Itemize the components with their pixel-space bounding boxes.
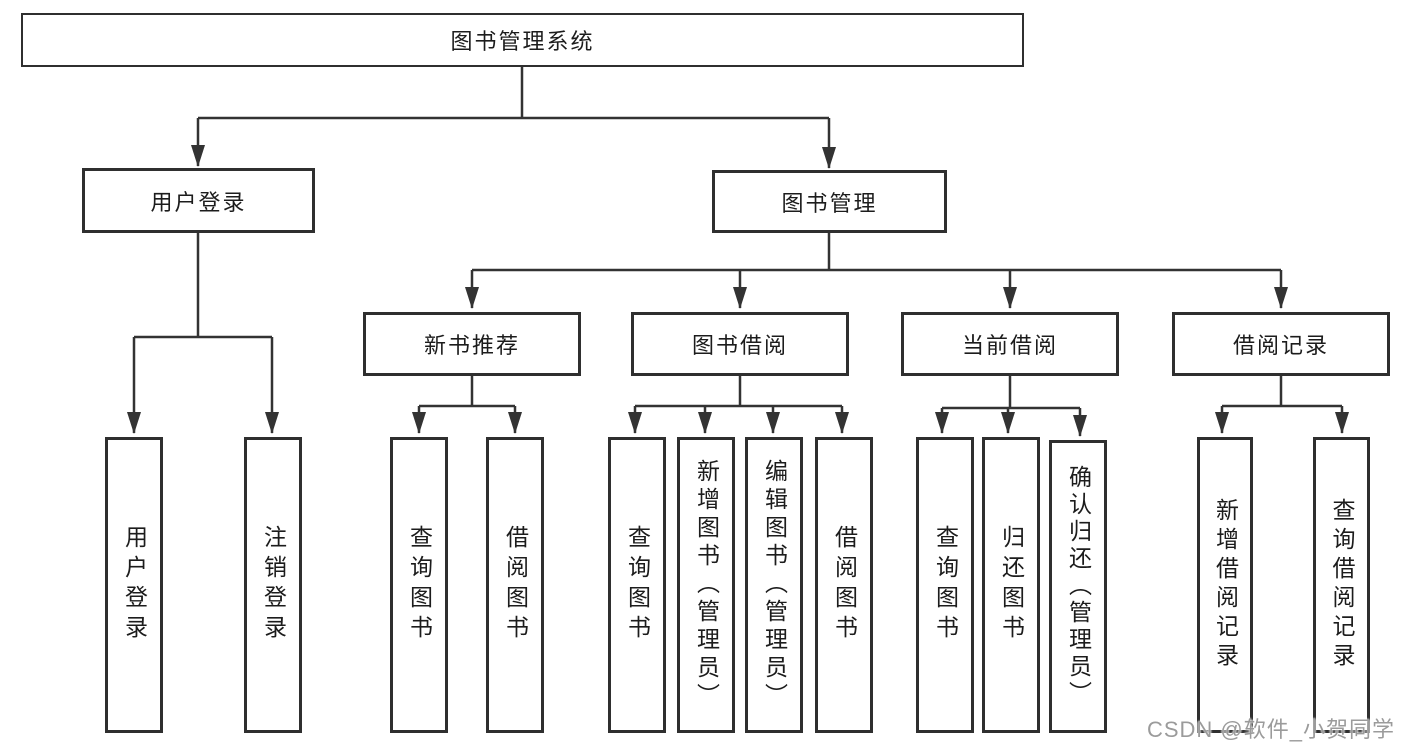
leaf-borrow-book: 借阅图书 — [815, 437, 873, 733]
node-label: 新增图书（管理员） — [693, 459, 720, 711]
node-borrow-records: 借阅记录 — [1172, 312, 1390, 376]
node-label: 查询图书 — [624, 525, 651, 645]
node-label: 用户登录 — [121, 525, 148, 645]
node-label: 图书借阅 — [691, 333, 788, 358]
node-label: 图书管理 — [781, 190, 878, 216]
leaf-logout: 注销登录 — [244, 437, 302, 733]
node-label: 确认归还（管理员） — [1065, 465, 1092, 708]
node-label: 查询图书 — [406, 525, 433, 645]
leaf-query-book: 查询图书 — [390, 437, 448, 733]
node-book-borrow: 图书借阅 — [631, 312, 849, 376]
leaf-query-borrow-record: 查询借阅记录 — [1313, 437, 1370, 733]
node-label: 借阅图书 — [831, 525, 858, 645]
leaf-add-borrow-record: 新增借阅记录 — [1197, 437, 1253, 733]
node-label: 借阅图书 — [502, 525, 529, 645]
leaf-query-book: 查询图书 — [916, 437, 974, 733]
leaf-query-book: 查询图书 — [608, 437, 666, 733]
node-new-book-recommend: 新书推荐 — [363, 312, 581, 376]
csdn-watermark: CSDN @软件_小贺同学 — [1146, 717, 1395, 742]
leaf-return-book: 归还图书 — [982, 437, 1040, 733]
node-label: 归还图书 — [998, 525, 1025, 645]
node-label: 新书推荐 — [423, 333, 520, 358]
node-label: 用户登录 — [150, 189, 247, 215]
node-label: 借阅记录 — [1232, 333, 1329, 358]
leaf-borrow-book: 借阅图书 — [486, 437, 544, 733]
node-label: 编辑图书（管理员） — [761, 459, 788, 711]
node-library-management-system: 图书管理系统 — [21, 13, 1024, 67]
node-label: 注销登录 — [260, 525, 287, 645]
node-user-login: 用户登录 — [82, 168, 315, 233]
leaf-user-login: 用户登录 — [105, 437, 163, 733]
node-label: 当前借阅 — [961, 333, 1058, 358]
node-label: 查询图书 — [932, 525, 959, 645]
node-book-management: 图书管理 — [712, 170, 947, 233]
leaf-add-book-admin: 新增图书（管理员） — [677, 437, 735, 733]
node-label: 新增借阅记录 — [1212, 498, 1239, 672]
node-label: 图书管理系统 — [450, 29, 595, 54]
leaf-edit-book-admin: 编辑图书（管理员） — [745, 437, 803, 733]
node-current-borrow: 当前借阅 — [901, 312, 1119, 376]
leaf-confirm-return-admin: 确认归还（管理员） — [1049, 440, 1107, 733]
node-label: 查询借阅记录 — [1329, 498, 1355, 672]
